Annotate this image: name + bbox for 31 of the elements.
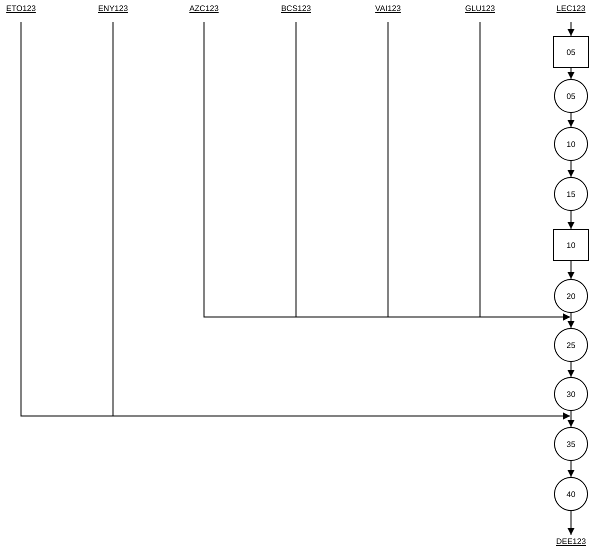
step-circle: 10: [554, 127, 588, 161]
stream-label: GLU123: [455, 2, 505, 14]
stream-label: AZC123: [179, 2, 229, 14]
arrow: [568, 410, 574, 428]
step-circle: 35: [554, 427, 588, 461]
arrow: [568, 68, 574, 80]
stream-label: LEC123: [546, 2, 596, 14]
arrow: [568, 460, 574, 478]
stream-label: DEE123: [546, 535, 596, 547]
step-circle: 25: [554, 328, 588, 362]
arrow: [568, 510, 574, 536]
arrow: [568, 210, 574, 230]
arrow: [568, 260, 574, 280]
arrow: [568, 362, 574, 378]
step-circle: 30: [554, 377, 588, 411]
arrow: [112, 22, 570, 420]
stream-label: VAI123: [363, 2, 413, 14]
stream-label: ENY123: [88, 2, 138, 14]
stream-label: ETO123: [0, 2, 46, 14]
arrow: [568, 312, 574, 328]
step-box: 10: [553, 229, 589, 261]
arrow: [568, 22, 574, 36]
step-box: 05: [553, 36, 589, 68]
step-circle: 15: [554, 177, 588, 211]
step-circle: 05: [554, 79, 588, 113]
arrow: [568, 160, 574, 178]
arrow: [480, 22, 570, 320]
arrow: [568, 112, 574, 128]
step-circle: 20: [554, 279, 588, 313]
step-circle: 40: [554, 477, 588, 511]
stream-label: BCS123: [271, 2, 321, 14]
